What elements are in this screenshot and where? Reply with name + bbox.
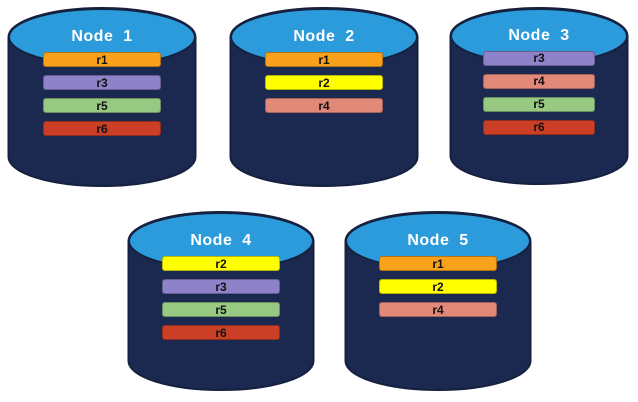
replica-label: r5 — [533, 97, 545, 112]
replica-label: r3 — [96, 75, 108, 90]
replica-bar: r5 — [43, 98, 161, 114]
node-label: Node 1 — [71, 28, 133, 45]
database-node: Node 4 r2 r3 r5 r6 — [127, 211, 315, 391]
node-label: Node 3 — [508, 27, 570, 44]
replica-bar: r2 — [379, 279, 497, 295]
replica-label: r4 — [318, 98, 330, 113]
node-label: Node 5 — [407, 232, 469, 249]
replica-label: r2 — [215, 256, 227, 271]
replica-label: r1 — [432, 256, 444, 271]
replica-bar: r3 — [43, 75, 161, 91]
replica-label: r2 — [432, 279, 444, 294]
replica-label: r2 — [318, 75, 330, 90]
replica-list: r3 r4 r5 r6 — [450, 50, 628, 143]
replica-bar: r4 — [379, 302, 497, 318]
replica-list: r2 r3 r5 r6 — [128, 256, 314, 348]
replica-list: r1 r2 r4 — [345, 256, 531, 325]
replica-bar: r6 — [483, 119, 595, 135]
database-node: Node 2 r1 r2 r4 — [229, 7, 419, 187]
replica-bar: r1 — [43, 52, 161, 68]
replica-bar: r5 — [483, 96, 595, 112]
replica-label: r5 — [96, 98, 108, 113]
node-label: Node 2 — [293, 28, 355, 45]
replica-bar: r6 — [162, 325, 280, 341]
replica-bar: r2 — [162, 256, 280, 272]
replica-bar: r5 — [162, 302, 280, 318]
replica-label: r6 — [533, 120, 545, 135]
replica-bar: r1 — [265, 52, 383, 68]
replica-label: r6 — [215, 325, 227, 340]
replica-label: r6 — [96, 121, 108, 136]
replica-list: r1 r2 r4 — [230, 52, 418, 121]
replica-bar: r4 — [483, 73, 595, 89]
database-node: Node 1 r1 r3 r5 r6 — [7, 7, 197, 187]
replica-label: r4 — [432, 302, 444, 317]
replica-bar: r6 — [43, 121, 161, 137]
replica-bar: r2 — [265, 75, 383, 91]
replica-label: r4 — [533, 74, 545, 89]
replica-label: r5 — [215, 302, 227, 317]
replica-bar: r3 — [162, 279, 280, 295]
replica-label: r3 — [533, 51, 545, 66]
replica-bar: r3 — [483, 50, 595, 66]
database-node: Node 3 r3 r4 r5 r6 — [449, 7, 629, 185]
replica-list: r1 r3 r5 r6 — [8, 52, 196, 144]
replica-label: r1 — [96, 52, 108, 67]
node-label: Node 4 — [190, 232, 252, 249]
replica-bar: r1 — [379, 256, 497, 272]
replica-bar: r4 — [265, 98, 383, 114]
database-node: Node 5 r1 r2 r4 — [344, 211, 532, 391]
replica-label: r1 — [318, 52, 330, 67]
replica-label: r3 — [215, 279, 227, 294]
